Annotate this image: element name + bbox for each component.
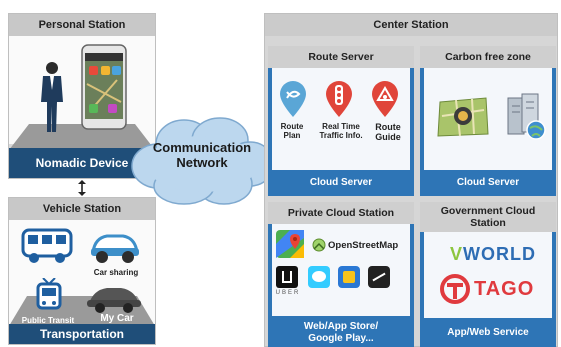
route-plan-line1: Route	[280, 122, 304, 131]
route-guide-line1: Route	[375, 122, 401, 132]
government-cloud-box: Government Cloud Station VWORLD TAGO App…	[420, 202, 556, 347]
my-car-label: My Car	[100, 313, 134, 324]
route-guide-label: Route Guide	[368, 122, 408, 142]
my-car-icon	[87, 288, 141, 313]
personal-station-title: Personal Station	[9, 14, 155, 36]
personal-floor	[9, 124, 155, 150]
smartphone-icon	[81, 44, 127, 130]
route-plan-label: Route Plan	[272, 122, 312, 140]
double-arrow-icon	[78, 180, 86, 196]
openstreetmap-icon	[312, 238, 326, 252]
uber-app-icon	[276, 266, 298, 288]
server-globe-icon	[507, 93, 546, 140]
tago-logo-icon	[440, 274, 470, 304]
transportation-label: Transportation	[9, 324, 155, 344]
vworld-word: WORLD	[463, 244, 536, 264]
web-app-store-line1: Web/App Store/	[303, 321, 379, 332]
google-maps-icon	[276, 230, 304, 258]
government-content	[424, 232, 552, 318]
navi-app-icon	[338, 266, 360, 288]
route-cloud-server-label: Cloud Server	[309, 177, 373, 188]
traffic-info-icon	[326, 81, 352, 117]
center-station-title: Center Station	[265, 14, 557, 36]
cloud-icon	[131, 117, 275, 205]
vehicle-station-title: Vehicle Station	[9, 198, 155, 220]
government-title-line1: Government Cloud	[440, 205, 536, 217]
map-icon	[437, 97, 489, 137]
openstreetmap-label: OpenStreetMap	[328, 240, 399, 251]
carbon-free-zone-box: Carbon free zone Cloud Server	[420, 46, 556, 196]
dark-app-icon	[368, 266, 390, 288]
web-app-store-line2: Google Play...	[308, 333, 374, 344]
public-transit-label: Public Transit	[21, 316, 75, 325]
route-plan-line2: Plan	[283, 131, 301, 140]
route-plan-icon	[280, 81, 306, 117]
network-line1: Communication	[152, 140, 252, 155]
carbon-free-zone-title: Carbon free zone	[420, 46, 556, 68]
personal-station-panel: Personal Station Nomadic Device	[8, 13, 156, 179]
nomadic-device-label: Nomadic Device	[9, 148, 155, 178]
waze-app-icon	[308, 266, 330, 288]
government-cloud-title: Government Cloud Station	[420, 202, 556, 232]
private-cloud-box: Private Cloud Station OpenStreetMap UBER…	[268, 202, 414, 347]
vworld-v: V	[450, 244, 464, 264]
route-guide-line2: Guide	[375, 132, 401, 142]
car-sharing-icon	[91, 234, 139, 263]
car-sharing-label: Car sharing	[93, 268, 139, 277]
traffic-info-line2: Traffic Info.	[319, 131, 363, 140]
bus-icon	[21, 228, 73, 263]
vehicle-station-panel: Vehicle Station Car sharing Public Trans…	[8, 197, 156, 345]
traffic-info-label: Real Time Traffic Info.	[312, 122, 370, 140]
web-app-store-label: Web/App Store/ Google Play...	[268, 317, 414, 347]
network-line2: Network	[176, 155, 228, 170]
route-server-box: Route Server Route Plan Real Time Traffi…	[268, 46, 414, 196]
private-cloud-title: Private Cloud Station	[268, 202, 414, 224]
traffic-info-line1: Real Time	[322, 122, 360, 131]
network-label: Communication Network	[140, 140, 264, 170]
vworld-logo: VWORLD	[450, 244, 536, 265]
tram-icon	[36, 278, 62, 310]
app-web-service-label: App/Web Service	[447, 327, 529, 338]
uber-label: UBER	[275, 290, 301, 296]
carbon-cloud-server-label: Cloud Server	[456, 177, 520, 188]
route-server-title: Route Server	[268, 46, 414, 68]
government-title-line2: Station	[470, 217, 506, 229]
tago-label: TAGO	[474, 278, 535, 300]
person-icon	[41, 62, 63, 132]
route-guide-icon	[372, 81, 398, 117]
